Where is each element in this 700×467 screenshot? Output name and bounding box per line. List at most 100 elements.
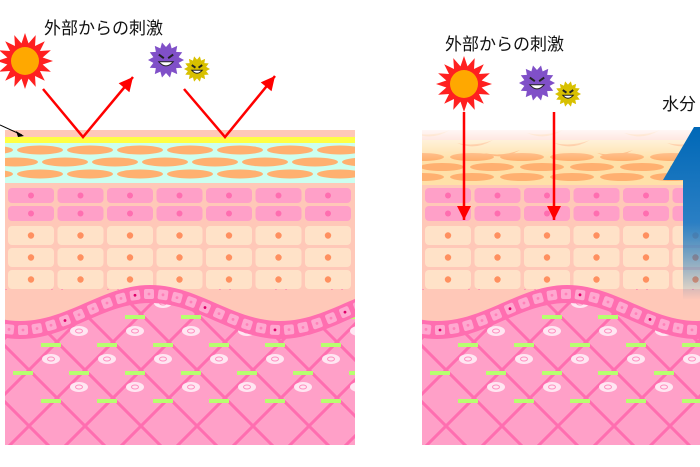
fibroblast-nucleus [492,328,500,334]
cell-nucleus [127,210,133,217]
cell-nucleus [275,254,282,261]
corneum-cell [370,163,414,171]
fibroblast [487,382,505,392]
bacteria-yellow-icon [184,56,210,82]
bacteria-yellow-icon [555,81,581,107]
elastin-fiber [13,371,33,375]
fibroblast-nucleus [548,328,556,334]
fibroblast [406,326,424,336]
fibroblast-nucleus [103,356,111,362]
basal-nucleus [133,293,137,297]
collagen-fiber [231,321,355,445]
basal-nucleus [648,318,652,321]
basal-nucleus [315,321,319,325]
bacteria-purple-icon [519,65,555,101]
basal-nucleus [35,327,39,330]
fibroblast [543,382,561,392]
fibroblast-nucleus [412,329,419,333]
basal-nucleus [343,310,347,314]
fibroblast [571,354,589,364]
corneum-cell [600,173,644,181]
collagen-fiber [648,393,700,445]
corneum-cell [500,173,544,181]
elastin-fiber [321,343,341,347]
cell-nucleus [643,192,649,199]
fibroblast-nucleus [384,301,391,305]
fibroblast-nucleus [492,384,500,390]
basal-nucleus [49,323,53,327]
cell-nucleus [543,254,551,261]
cell-nucleus [324,276,332,283]
fibroblast [515,354,533,364]
cell-nucleus [225,254,233,261]
cell-nucleus [444,254,452,261]
reflected-uv-arrow [42,76,134,139]
basal-nucleus [620,306,624,309]
cell-nucleus [544,192,550,199]
basal-nucleus [7,327,11,331]
corneum-cell [520,163,564,171]
basal-nucleus [217,312,221,315]
cell-nucleus [543,232,551,239]
fibroblast-nucleus [464,356,472,362]
elastin-fiber [181,315,201,319]
corneum-cell [67,145,113,155]
corneum-cell [117,145,163,155]
right-stimulus-label: 外部からの刺激 [445,35,564,55]
fibroblast-nucleus [632,356,640,362]
cell-nucleus [643,210,649,217]
elastin-fiber [430,371,450,375]
cell-nucleus [324,232,332,239]
corneum-cell [367,146,413,155]
elastin-fiber [41,399,61,403]
cell-nucleus [225,276,233,283]
germ-mouth [157,61,175,67]
fibroblast [683,354,700,364]
basal-nucleus [480,319,484,322]
fibroblast-nucleus [356,385,363,389]
basal-nucleus [606,300,610,304]
cell-nucleus [275,232,282,239]
fibroblast [154,354,172,364]
basal-nucleus [301,325,305,329]
fibroblast-nucleus [187,384,195,390]
moisture-loss-arrow [663,127,700,300]
cell-nucleus [642,276,650,283]
cell-nucleus [494,254,501,261]
cell-nucleus [127,192,133,199]
corneum-cell [217,145,263,155]
fibroblast [406,382,424,392]
elastin-fiber [181,371,201,375]
cell-nucleus [444,232,452,239]
fibroblast [543,326,561,336]
fibroblast [378,354,396,364]
damaged-skin-cross-section [370,130,700,445]
fibroblast [70,326,88,336]
fibroblast-nucleus [327,356,335,362]
corneum-cell [192,157,238,167]
corneum-cell [142,157,188,167]
fibroblast-nucleus [384,357,391,361]
cell-nucleus [176,192,183,199]
cell-nucleus [275,192,282,199]
fibroblast [322,354,340,364]
bacteria-purple-icon [148,42,184,78]
basal-nucleus [676,326,680,330]
elastin-fiber [349,371,355,375]
corneum-cell [267,169,313,179]
cell-nucleus [77,276,84,283]
reflected-uv-arrow-head [118,77,133,93]
basal-nucleus [564,292,568,296]
basal-nucleus [203,306,207,309]
basal-nucleus [147,292,151,296]
corneum-cell [317,169,355,179]
elastin-fiber [125,371,145,375]
elastin-fiber [486,371,506,375]
cell-nucleus [28,210,34,217]
elastin-fiber [598,371,618,375]
corneum-cell [5,146,13,154]
basal-nucleus [77,313,81,317]
elastin-fiber [125,315,145,319]
cell-nucleus [27,232,35,239]
cell-nucleus [494,210,501,217]
